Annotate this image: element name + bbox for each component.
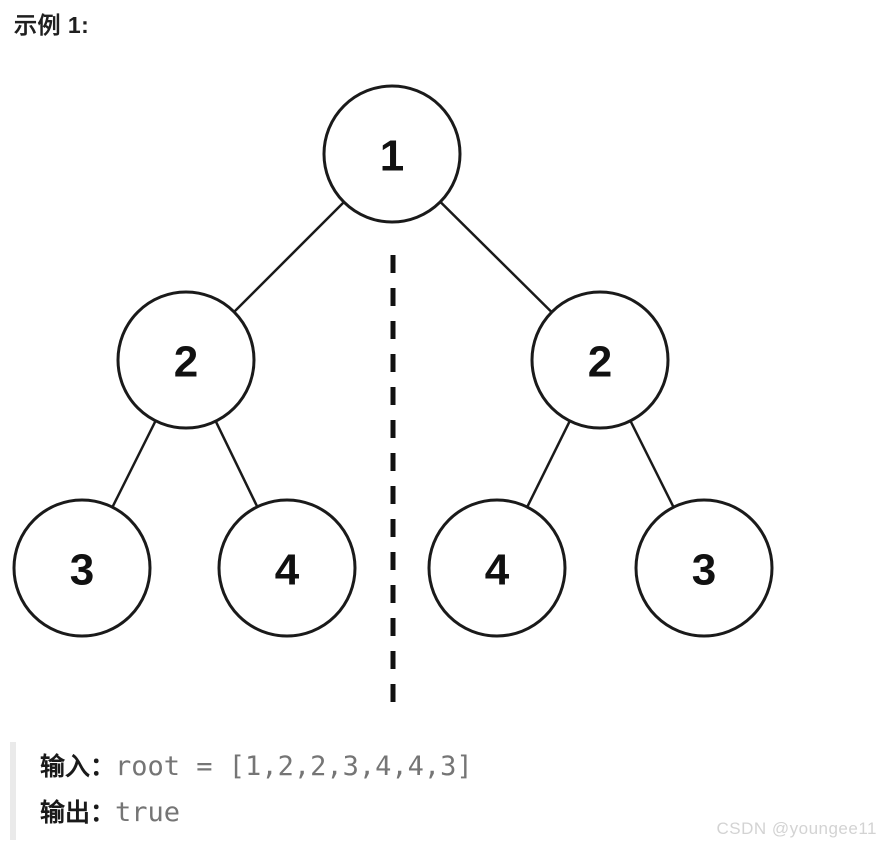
- tree-node-value: 1: [380, 132, 404, 181]
- input-label: 输入：: [40, 753, 116, 781]
- output-line: 输出：true: [40, 790, 860, 836]
- tree-node-circle: [12, 498, 152, 638]
- tree-node-value: 3: [692, 546, 716, 595]
- tree-node-value: 2: [174, 338, 198, 387]
- output-value: true: [115, 797, 181, 828]
- input-line: 输入：root = [1,2,2,3,4,4,3]: [40, 744, 860, 790]
- tree-node-circle: [217, 498, 357, 638]
- tree-node-circle: [322, 84, 462, 224]
- tree-node-circle: [530, 290, 670, 430]
- tree-node-value: 4: [485, 546, 510, 595]
- tree-node-circle: [427, 498, 567, 638]
- tree-node-circle: [634, 498, 774, 638]
- output-label: 输出：: [40, 799, 116, 827]
- tree-node-circle: [116, 290, 256, 430]
- input-value: root = [1,2,2,3,4,4,3]: [115, 751, 473, 782]
- tree-node-value: 3: [70, 546, 94, 595]
- example-io-block: 输入：root = [1,2,2,3,4,4,3] 输出：true: [10, 742, 860, 840]
- watermark: CSDN @youngee11: [716, 819, 877, 838]
- example-heading: 示例 1:: [14, 12, 90, 38]
- binary-tree-diagram: 1 2 2 3 4 4 3: [12, 84, 774, 706]
- tree-node-value: 2: [588, 338, 612, 387]
- tree-node-value: 4: [275, 546, 300, 595]
